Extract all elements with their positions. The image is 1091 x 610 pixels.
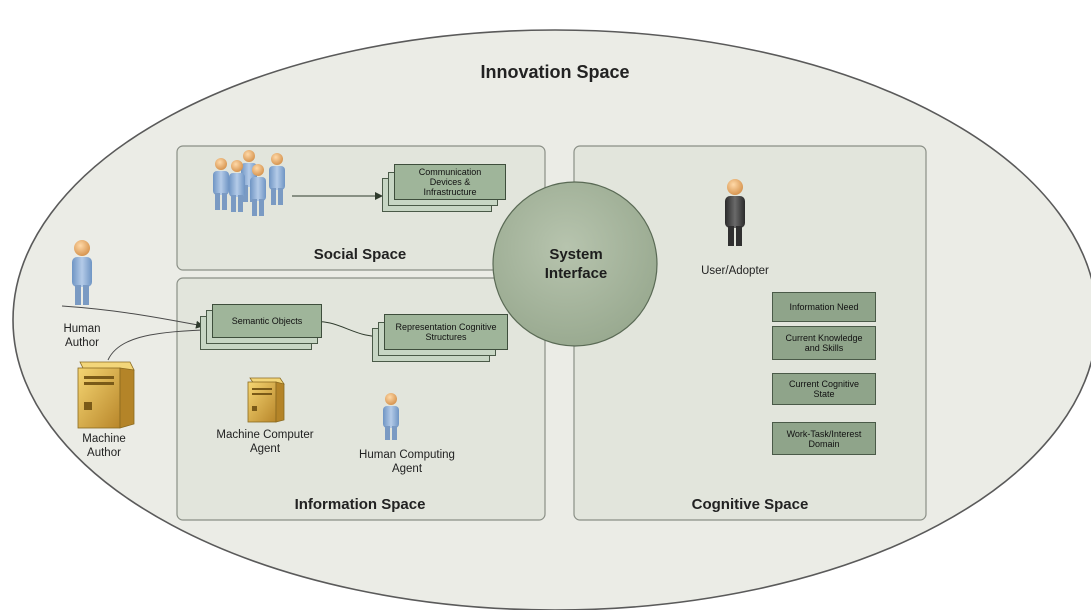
people-group-icon: [213, 150, 285, 216]
machine-author-server-icon: [77, 361, 135, 429]
representation-box: Representation Cognitive Structures: [384, 314, 508, 350]
system-interface-circle: [492, 181, 658, 347]
information-space-title: Information Space: [294, 496, 426, 513]
machine-computer-agent-label: Machine Computer Agent: [216, 429, 314, 455]
innovation-space-title: Innovation Space: [480, 62, 630, 82]
work-task-box: Work-Task/Interest Domain: [772, 422, 876, 455]
user-adopter-icon: [725, 179, 745, 246]
machine-author-line: [107, 329, 204, 361]
human-author-icon: [72, 240, 92, 305]
human-author-label: Human Author: [63, 323, 101, 349]
user-adopter-label: User/Adopter: [701, 265, 769, 277]
cognitive-space-title-text: Cognitive Space: [691, 496, 809, 513]
communication-devices-box: Communication Devices & Infrastructure: [394, 164, 506, 200]
current-knowledge-box: Current Knowledge and Skills: [772, 326, 876, 360]
current-cognitive-state-box: Current Cognitive State: [772, 373, 876, 405]
human-computing-agent-icon: [383, 393, 399, 440]
machine-author-label: Machine Author: [82, 433, 126, 459]
human-author-line: [61, 305, 204, 329]
social-space-title: Social Space: [313, 246, 407, 263]
human-computing-agent-label: Human Computing Agent: [359, 449, 455, 475]
system-interface-label: System Interface: [544, 246, 608, 282]
machine-computer-agent-icon: [247, 377, 285, 423]
semantic-objects-box: Semantic Objects: [212, 304, 322, 338]
information-need-box: Information Need: [772, 292, 876, 322]
